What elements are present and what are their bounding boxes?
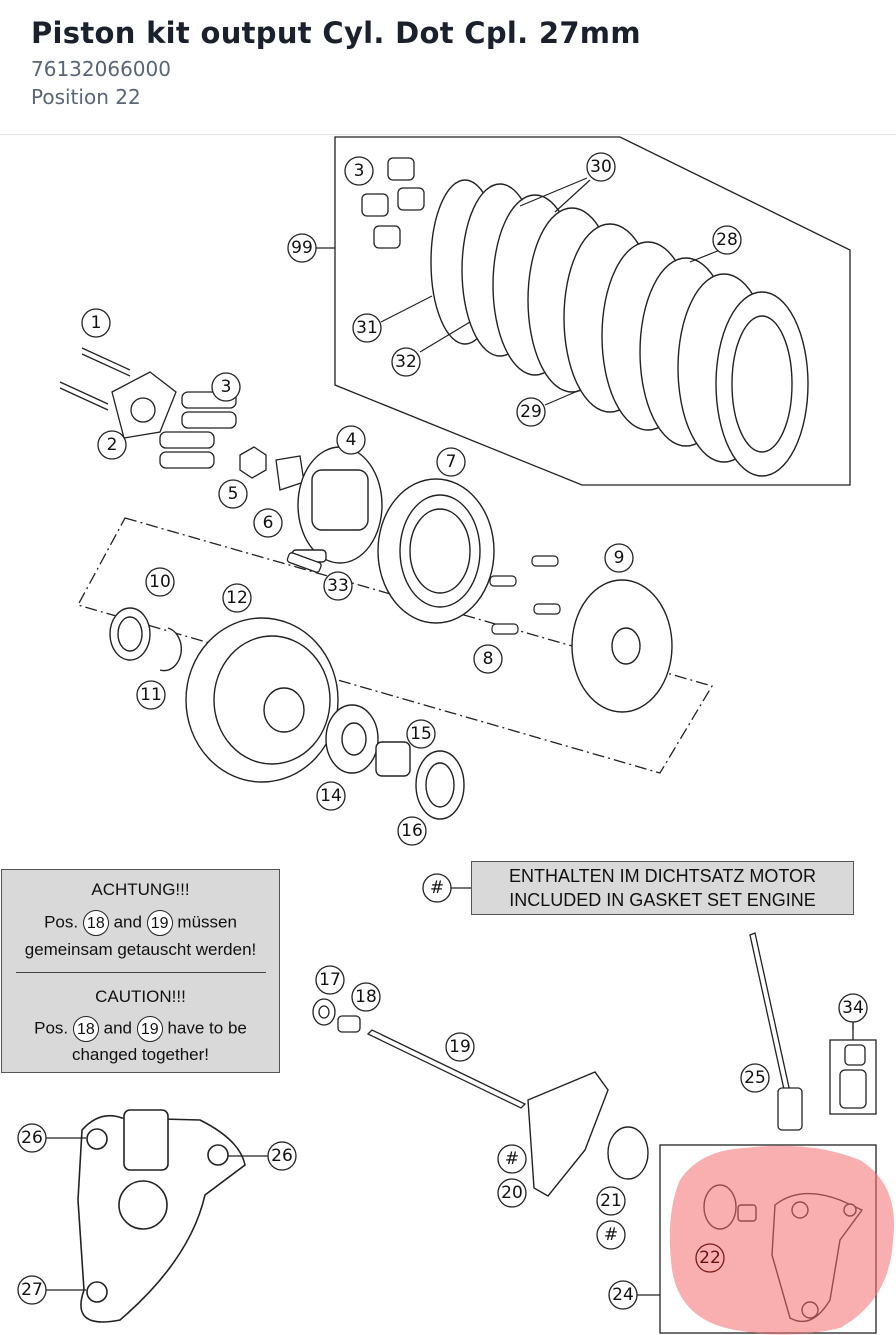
callout-22[interactable]: 22 — [699, 1248, 721, 1268]
callout-28: 28 — [716, 230, 738, 250]
warning-line2-de: gemeinsam getauscht werden! — [24, 940, 257, 959]
callout-8: 8 — [483, 649, 494, 669]
callout-15: 15 — [410, 724, 432, 744]
callout-5: 5 — [228, 484, 239, 504]
position-label: Position 22 — [31, 85, 141, 109]
callout-31: 31 — [356, 318, 378, 338]
callout-11: 11 — [140, 685, 162, 705]
page-title: Piston kit output Cyl. Dot Cpl. 27mm — [31, 16, 641, 50]
warning-line-en: Pos. 18 and 19 have to be — [2, 1016, 279, 1042]
callout-21: 21 — [600, 1191, 622, 1211]
position-22-highlight — [669, 1145, 895, 1335]
gasket-set-note: ENTHALTEN IM DICHTSATZ MOTOR INCLUDED IN… — [471, 861, 854, 915]
callout-hash: # — [430, 878, 444, 898]
outer-clutch-basket-icon — [377, 478, 495, 624]
callout-30: 30 — [590, 157, 612, 177]
clutch-slave-cover-icon — [77, 1109, 246, 1323]
gasket-icon — [527, 1071, 609, 1197]
ref-19: 19 — [146, 910, 173, 936]
ref-18: 18 — [82, 910, 109, 936]
clutch-plates-icon — [430, 179, 809, 477]
callout-16: 16 — [401, 821, 423, 841]
callout-1: 1 — [91, 313, 102, 333]
callout-14: 14 — [320, 786, 342, 806]
callout-hash: # — [604, 1225, 618, 1245]
callout-19: 19 — [449, 1037, 471, 1057]
page-header: Piston kit output Cyl. Dot Cpl. 27mm 761… — [0, 0, 896, 135]
callout-25: 25 — [744, 1068, 766, 1088]
callout-24: 24 — [612, 1285, 634, 1305]
callout-12: 12 — [226, 588, 248, 608]
gasket-line-en: INCLUDED IN GASKET SET ENGINE — [509, 890, 816, 910]
warning-line2-en: changed together! — [71, 1045, 210, 1064]
callout-18: 18 — [355, 987, 377, 1007]
primary-gear-icon — [185, 617, 339, 783]
push-rod-icon — [312, 998, 527, 1109]
callout-32: 32 — [395, 352, 417, 372]
warning-heading-de: ACHTUNG!!! — [91, 880, 190, 899]
callout-6: 6 — [263, 513, 274, 533]
callout-34: 34 — [842, 998, 864, 1018]
callout-10: 10 — [149, 572, 171, 592]
gasket-line-de: ENTHALTEN IM DICHTSATZ MOTOR — [508, 866, 816, 886]
exploded-diagram: 3 30 99 28 31 32 29 1 3 2 4 7 5 6 9 33 1… — [17, 136, 895, 1335]
callout-26: 26 — [21, 1128, 43, 1148]
callout-2: 2 — [107, 435, 118, 455]
callout-99: 99 — [291, 238, 313, 258]
callout-9: 9 — [614, 548, 625, 568]
callout-7: 7 — [446, 452, 457, 472]
warning-divider — [16, 972, 266, 973]
warning-note: ACHTUNG!!! Pos. 18 and 19 müssen gemeins… — [1, 869, 280, 1073]
pressure-disc-icon — [571, 579, 673, 713]
callout-3: 3 — [221, 377, 232, 397]
callout-hash: # — [505, 1149, 519, 1169]
part-number: 76132066000 — [31, 57, 171, 81]
callout-27: 27 — [21, 1280, 43, 1300]
callout-17: 17 — [319, 970, 341, 990]
ref-19: 19 — [136, 1016, 163, 1042]
callout-29: 29 — [520, 402, 542, 422]
bleeder-screw-icon — [749, 932, 867, 1131]
screws-icon — [59, 347, 305, 491]
spring-set-icon — [159, 157, 425, 469]
plate-kit-frame — [334, 136, 851, 486]
callout-26: 26 — [271, 1146, 293, 1166]
nut-icon — [239, 446, 267, 479]
callout-20: 20 — [501, 1183, 523, 1203]
warning-line-de: Pos. 18 and 19 müssen — [2, 910, 279, 936]
warning-heading-en: CAUTION!!! — [95, 987, 186, 1006]
callout-4: 4 — [346, 430, 357, 450]
ref-18: 18 — [72, 1016, 99, 1042]
clutch-hub-icon — [291, 446, 383, 564]
callout-33: 33 — [327, 576, 349, 596]
callout-3: 3 — [354, 161, 365, 181]
